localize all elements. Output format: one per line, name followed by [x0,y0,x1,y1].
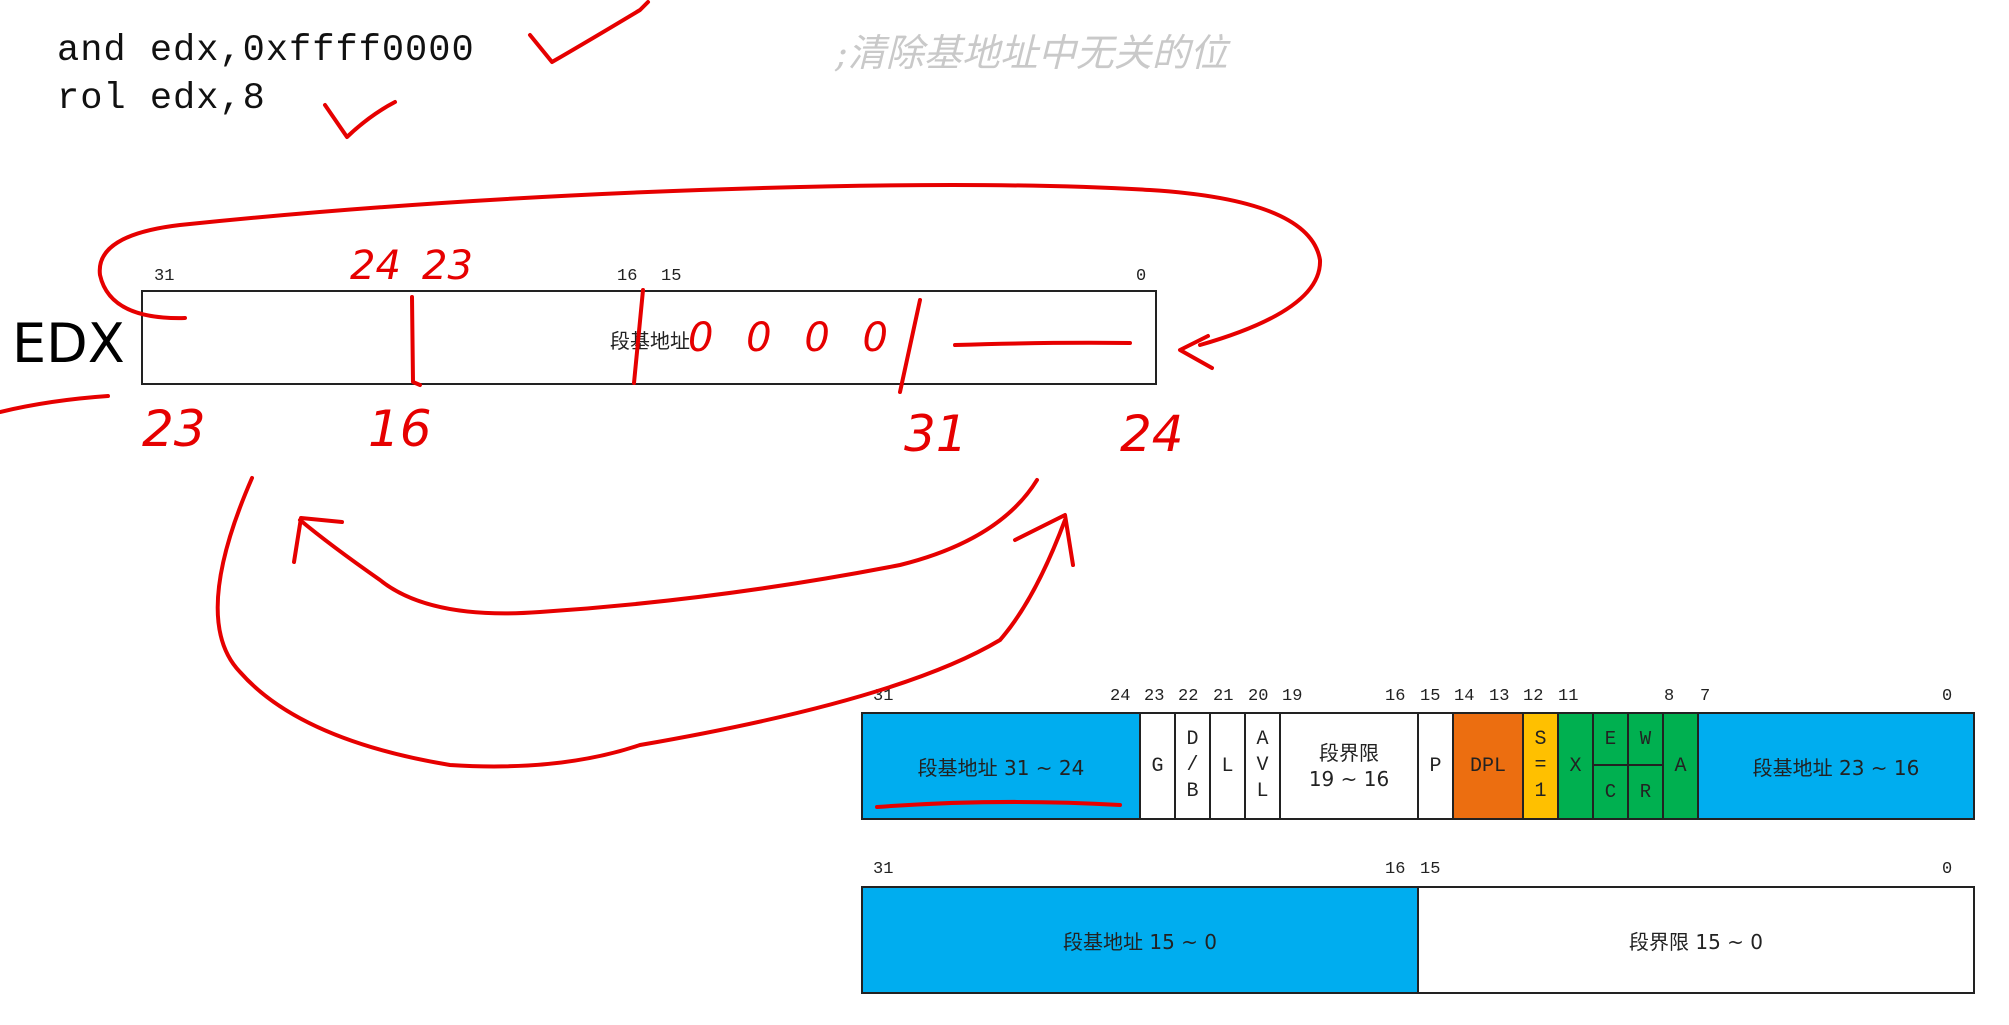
field-s-letter-eq: = [1534,754,1547,777]
arrow-head-outer-right [1013,513,1075,567]
desc-lo-bit-31: 31 [873,860,894,879]
field-p-label: P [1429,754,1442,778]
field-r: R [1639,781,1652,803]
handwritten-23-top: 23 [422,243,473,289]
desc-hi-bit-31: 31 [873,687,894,706]
edx-bit-31: 31 [154,267,175,286]
handwritten-24-bottom: 24 [1120,405,1184,463]
field-dpl-label: DPL [1469,754,1506,778]
field-avl-letter-l: L [1256,780,1269,803]
desc-hi-bit-13: 13 [1489,687,1510,706]
field-x: X [1559,714,1594,818]
desc-hi-bit-20: 20 [1248,687,1269,706]
field-db: D / B [1176,714,1211,818]
field-l-label: L [1221,754,1234,778]
edx-label: EDX [12,312,125,375]
field-limit-19-16: 段界限 19 ~ 16 [1281,714,1419,818]
rotation-arrow-inner [298,478,1039,616]
descriptor-high-row: 段基地址 31 ~ 24 G D / B L A V L 段界限 19 ~ 16… [861,712,1975,820]
desc-hi-bit-14: 14 [1454,687,1475,706]
field-limit-19-16-range: 19 ~ 16 [1308,767,1390,791]
code-line-rol: rol edx,8 [57,78,266,120]
desc-hi-bit-19: 19 [1282,687,1303,706]
desc-hi-bit-8: 8 [1664,687,1675,706]
check-mark-2 [323,100,397,139]
field-avl-letter-v: V [1256,754,1269,777]
field-base-23-16: 段基地址 23 ~ 16 [1699,714,1973,818]
field-s-letter-1: 1 [1534,780,1547,803]
edx-underline [0,394,110,414]
check-mark-1 [528,0,650,64]
field-g: G [1141,714,1176,818]
desc-hi-bit-11: 11 [1558,687,1579,706]
field-w: W [1629,714,1662,766]
field-wr: W R [1629,714,1664,818]
field-c: C [1604,781,1617,803]
desc-hi-bit-21: 21 [1213,687,1234,706]
field-base-31-24-label: 段基地址 31 ~ 24 [917,755,1085,780]
arrow-head-top [1178,334,1214,370]
edx-bit-0: 0 [1136,267,1147,286]
field-ec: E C [1594,714,1629,818]
desc-hi-bit-24: 24 [1110,687,1131,706]
desc-hi-bit-16: 16 [1385,687,1406,706]
field-l: L [1211,714,1246,818]
desc-hi-bit-7: 7 [1700,687,1711,706]
field-s: S = 1 [1524,714,1559,818]
field-avl-letter-a: A [1256,728,1269,751]
field-a-label: A [1674,754,1687,778]
field-dpl: DPL [1454,714,1524,818]
field-base-15-0-label: 段基地址 15 ~ 0 [1062,929,1217,954]
descriptor-low-row: 段基地址 15 ~ 0 段界限 15 ~ 0 [861,886,1975,994]
field-limit-15-0: 段界限 15 ~ 0 [1419,888,1973,992]
field-limit-19-16-title: 段界限 [1319,741,1379,765]
field-g-label: G [1151,754,1164,778]
field-base-15-0: 段基地址 15 ~ 0 [863,888,1419,992]
handwritten-zeros: 0 0 0 0 [688,315,898,361]
field-db-letter-d: D [1186,728,1199,751]
field-db-letter-slash: / [1186,754,1199,777]
handwritten-23-bottom: 23 [142,400,206,458]
field-e: E [1594,714,1627,766]
desc-lo-bit-15: 15 [1420,860,1441,879]
handwritten-16-bottom: 16 [368,400,432,458]
field-a: A [1664,714,1699,818]
desc-hi-bit-0: 0 [1942,687,1953,706]
field-base-31-24: 段基地址 31 ~ 24 [863,714,1141,818]
field-base-23-16-label: 段基地址 23 ~ 16 [1752,755,1920,780]
desc-hi-bit-15: 15 [1420,687,1441,706]
handwritten-31-bottom: 31 [904,405,968,463]
desc-hi-bit-22: 22 [1178,687,1199,706]
field-avl: A V L [1246,714,1281,818]
desc-hi-bit-12: 12 [1523,687,1544,706]
desc-hi-bit-23: 23 [1144,687,1165,706]
code-comment: ;清除基地址中无关的位 [835,31,1228,75]
code-line-and: and edx,0xffff0000 [57,30,475,72]
edx-field-label: 段基地址 [610,329,690,353]
field-p: P [1419,714,1454,818]
edx-bit-15: 15 [661,267,682,286]
desc-lo-bit-16: 16 [1385,860,1406,879]
field-limit-15-0-label: 段界限 15 ~ 0 [1628,929,1763,954]
field-s-letter-s: S [1534,728,1547,751]
field-x-label: X [1569,754,1582,778]
desc-lo-bit-0: 0 [1942,860,1953,879]
arrow-head-inner-left [292,516,344,564]
handwritten-24-top: 24 [350,243,401,289]
field-db-letter-b: B [1186,780,1199,803]
edx-bit-16: 16 [617,267,638,286]
